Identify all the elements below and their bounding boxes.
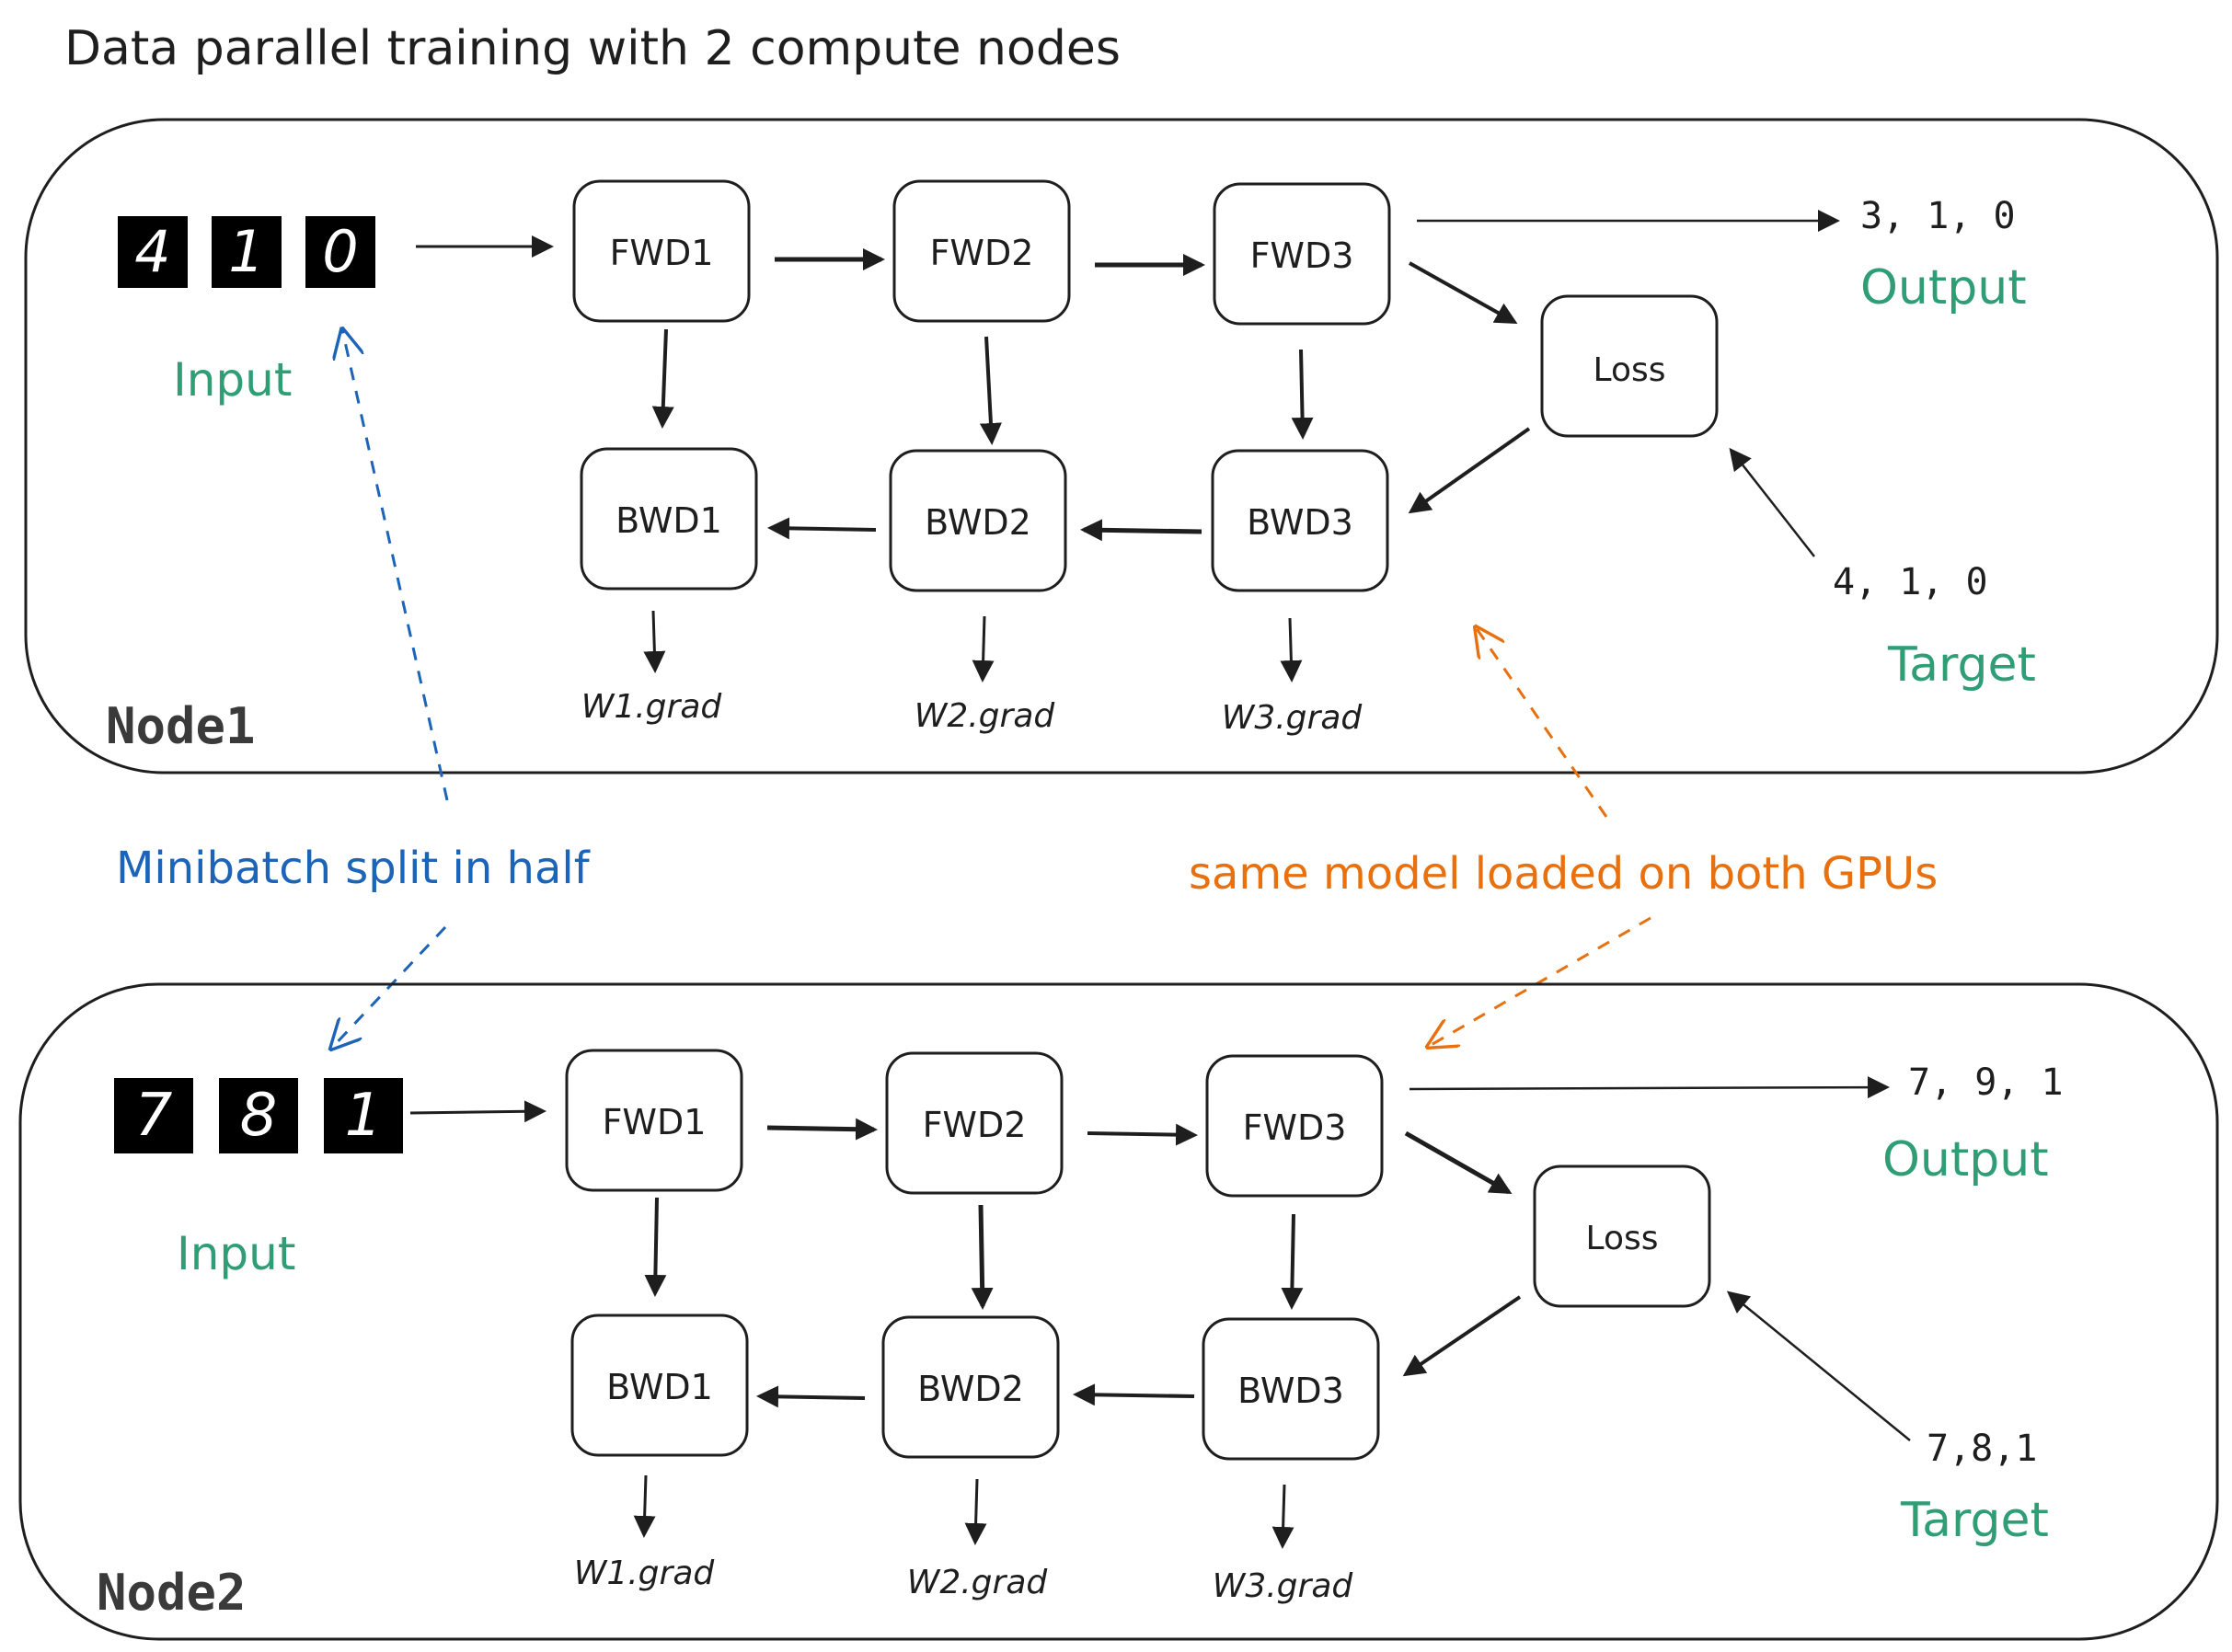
input-arrow — [409, 1100, 546, 1123]
fwd-to-bwd-arrow — [1281, 1213, 1304, 1310]
fwd-box: FWD3 — [1205, 1054, 1384, 1198]
fwd-box: FWD2 — [885, 1051, 1064, 1195]
output-label: Output — [1860, 260, 2027, 315]
fwd-to-bwd-arrow — [644, 1197, 667, 1297]
svg-text:1: 1 — [228, 218, 264, 285]
bwd-box: BWD3 — [1202, 1317, 1380, 1461]
target-label: Target — [1900, 1493, 2049, 1548]
target-values: 4, 1, 0 — [1833, 561, 1988, 603]
fwd-arrow — [766, 1118, 878, 1141]
grad-label: W3.grad — [1222, 699, 1363, 737]
svg-text:FWD1: FWD1 — [603, 1102, 707, 1142]
svg-text:BWD3: BWD3 — [1247, 502, 1353, 543]
input-digit-tile: 4 — [118, 216, 188, 288]
input-digit-tile: 0 — [305, 216, 375, 288]
svg-text:7: 7 — [135, 1082, 173, 1150]
grad-arrow — [964, 1478, 987, 1545]
svg-text:BWD1: BWD1 — [616, 500, 722, 541]
svg-text:8: 8 — [240, 1082, 278, 1150]
fwd-box: FWD1 — [572, 179, 751, 323]
target-arrow — [1729, 447, 1815, 557]
fwd-box: FWD1 — [565, 1049, 743, 1192]
input-label: Input — [177, 1227, 295, 1280]
bwd-arrow — [756, 1385, 866, 1408]
svg-text:BWD1: BWD1 — [606, 1367, 713, 1407]
input-digit-tile: 7 — [114, 1078, 193, 1153]
node2-group: Node2 7 8 1 Input FWD1 FWD2 FWD3 — [18, 982, 2219, 1641]
grad-arrow — [643, 610, 666, 673]
svg-text:Loss: Loss — [1586, 1220, 1659, 1257]
grad-label: W2.grad — [915, 697, 1056, 735]
node2-container — [18, 982, 2219, 1641]
fwd-to-bwd-arrow — [1291, 349, 1314, 440]
node1-container — [24, 118, 2219, 774]
fwd-box: FWD3 — [1213, 182, 1391, 326]
fwd-arrow — [1087, 1123, 1198, 1146]
loss-box: Loss — [1540, 294, 1719, 438]
svg-text:FWD3: FWD3 — [1250, 235, 1354, 276]
loss-in-arrow — [1404, 1130, 1513, 1195]
svg-text:0: 0 — [322, 218, 358, 285]
minibatch-arrow-down — [331, 925, 447, 1049]
fwd-to-bwd-arrow — [979, 336, 1002, 445]
svg-text:FWD1: FWD1 — [610, 233, 714, 273]
svg-text:Loss: Loss — [1593, 351, 1666, 389]
same-model-arrow-down — [1428, 916, 1651, 1047]
target-values: 7,8,1 — [1927, 1428, 2037, 1470]
grad-arrow — [1280, 617, 1303, 683]
input-digit-tile: 1 — [324, 1078, 403, 1153]
svg-text:1: 1 — [345, 1082, 383, 1150]
loss-out-arrow — [1402, 1295, 1522, 1377]
target-label: Target — [1887, 637, 2036, 693]
input-label: Input — [173, 353, 292, 407]
fwd-to-bwd-arrow — [651, 328, 674, 429]
input-digit-tile: 8 — [219, 1078, 298, 1153]
loss-out-arrow — [1408, 427, 1531, 514]
svg-text:BWD2: BWD2 — [917, 1369, 1024, 1409]
svg-text:FWD3: FWD3 — [1243, 1107, 1347, 1148]
svg-text:FWD2: FWD2 — [930, 233, 1034, 273]
bwd-box: BWD2 — [889, 449, 1067, 592]
bwd-box: BWD1 — [580, 447, 758, 591]
target-arrow — [1726, 1291, 1911, 1441]
svg-text:FWD2: FWD2 — [923, 1105, 1027, 1145]
grad-arrow — [633, 1474, 656, 1538]
grad-label: W1.grad — [574, 1554, 716, 1592]
minibatch-arrow-up — [342, 329, 449, 801]
grad-label: W2.grad — [907, 1564, 1049, 1601]
bwd-arrow — [1080, 519, 1202, 542]
node1-label: Node1 — [106, 697, 256, 755]
bwd-arrow — [767, 517, 877, 540]
svg-text:BWD2: BWD2 — [925, 502, 1031, 543]
svg-text:BWD3: BWD3 — [1237, 1371, 1344, 1411]
grad-arrow — [972, 615, 995, 683]
svg-text:4: 4 — [134, 218, 170, 285]
grad-label: W3.grad — [1213, 1567, 1354, 1605]
node2-label: Node2 — [97, 1564, 247, 1622]
minibatch-annotation: Minibatch split in half — [116, 843, 591, 894]
node1-group: Node1 4 1 0 Input FWD1 FWD2 FWD3 — [24, 118, 2219, 774]
grad-arrow — [1271, 1484, 1294, 1549]
bwd-box: BWD1 — [570, 1314, 749, 1457]
output-values: 7, 9, 1 — [1908, 1061, 2064, 1104]
same-model-arrow-up — [1476, 627, 1608, 818]
loss-box: Loss — [1533, 1164, 1711, 1308]
output-values: 3, 1, 0 — [1860, 195, 2016, 237]
output-arrow — [1409, 1076, 1890, 1099]
bwd-box: BWD2 — [881, 1315, 1060, 1459]
bwd-box: BWD3 — [1211, 449, 1389, 592]
same-model-annotation: same model loaded on both GPUs — [1189, 848, 1938, 900]
input-digit-tile: 1 — [212, 216, 282, 288]
diagram-title: Data parallel training with 2 compute no… — [64, 21, 1121, 76]
fwd-to-bwd-arrow — [971, 1204, 994, 1310]
grad-label: W1.grad — [581, 688, 723, 726]
loss-in-arrow — [1409, 261, 1518, 324]
bwd-arrow — [1073, 1383, 1195, 1406]
output-label: Output — [1882, 1132, 2049, 1187]
fwd-box: FWD2 — [892, 179, 1071, 323]
